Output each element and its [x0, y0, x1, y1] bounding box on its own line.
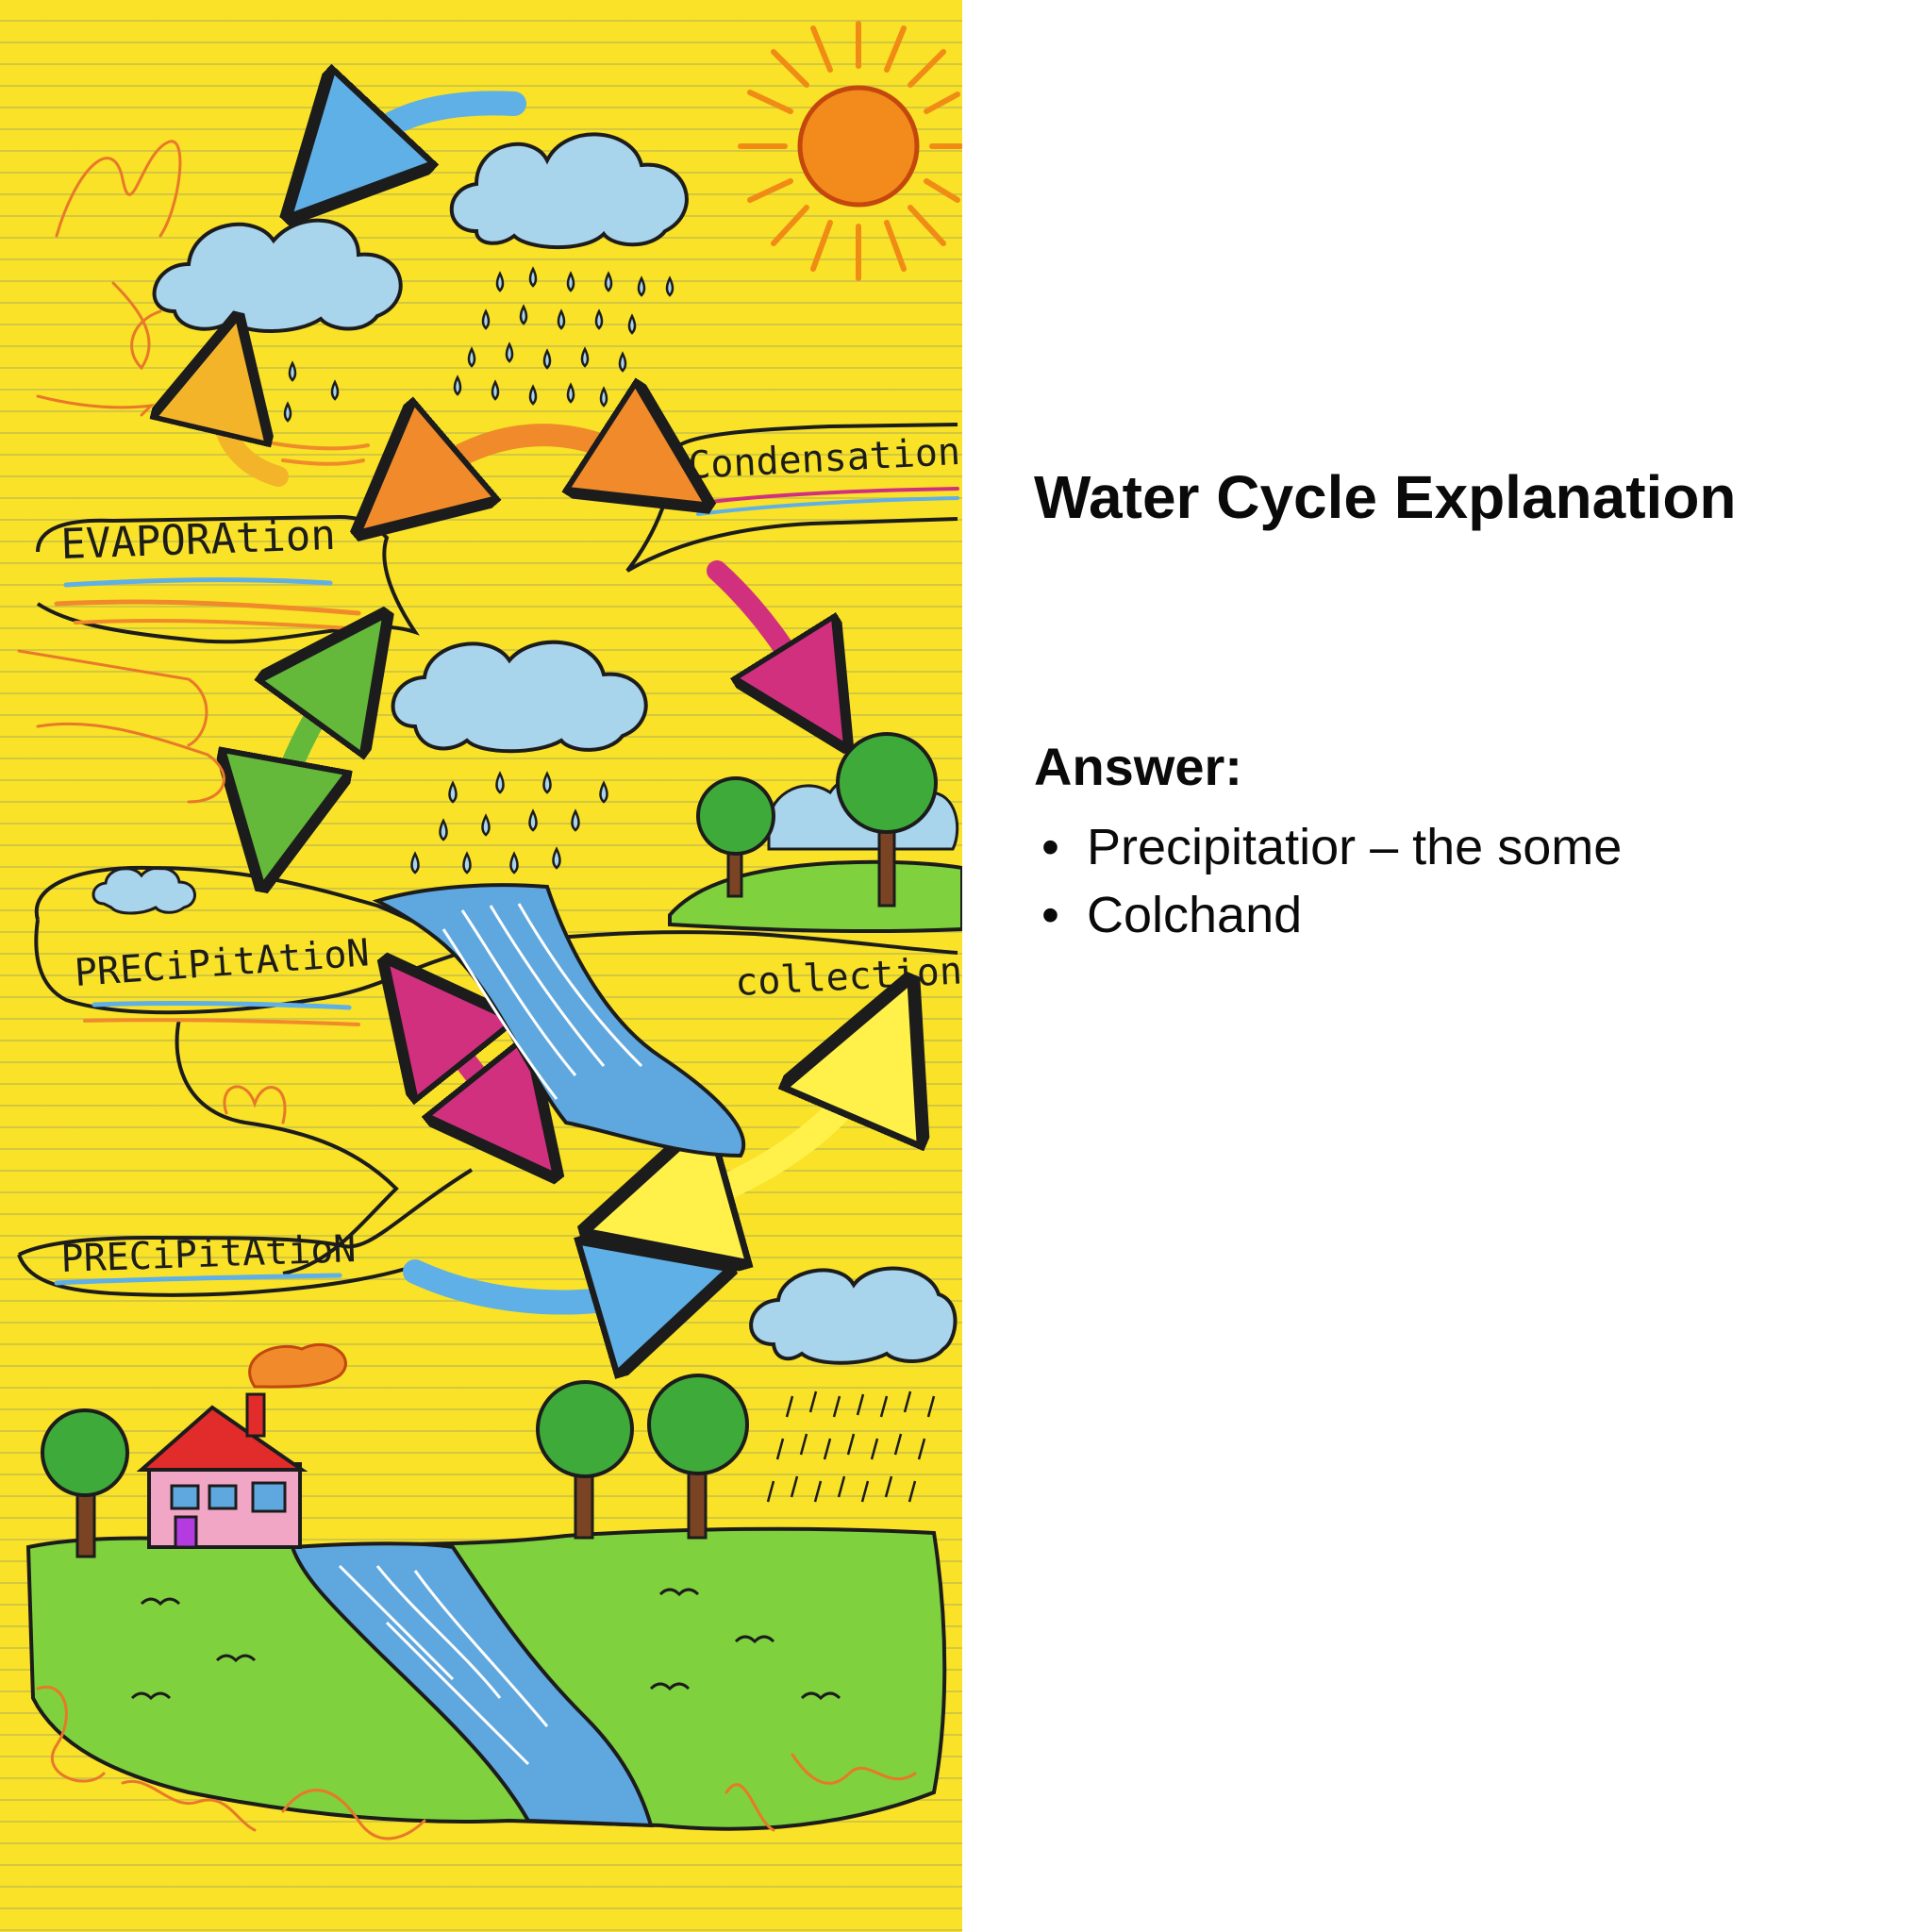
arrow-gold-evaporation	[221, 373, 289, 487]
answer-item: • Precipitatior – the some	[1034, 813, 1622, 881]
bullet-icon: •	[1041, 887, 1059, 943]
cloud-icon	[391, 640, 648, 754]
arrow-blue-top	[335, 103, 526, 168]
answer-heading: Answer:	[1034, 737, 1242, 796]
cloud-icon	[449, 132, 689, 250]
house-icon	[136, 1342, 347, 1549]
rain-streaks-icon	[766, 1391, 936, 1503]
arrow-magenta-double	[425, 1009, 517, 1127]
panel-title: Water Cycle Explanation	[1034, 463, 1737, 531]
precipitation-label-lower: PRECiPitAtioN	[60, 1227, 357, 1281]
sun-icon	[738, 21, 962, 281]
arrow-blue-bottom	[403, 1272, 665, 1302]
cloud-icon	[749, 1266, 958, 1365]
hill-with-trees	[668, 732, 962, 934]
arrow-magenta-right	[707, 560, 816, 698]
answer-item-text: Precipitatior – the some	[1087, 819, 1623, 875]
cloud-icon	[152, 218, 403, 333]
answer-item-text: Colchand	[1087, 887, 1303, 943]
precipitation-label-upper: PRECiPitAtioN	[73, 931, 371, 995]
condensation-label: Condensation	[687, 430, 961, 488]
arrow-yellow-double	[656, 1047, 882, 1212]
waterfall-icon	[372, 883, 746, 1158]
water-cycle-drawing: EVAPORAtion Condensation PRECiPitAtioN P…	[17, 21, 962, 1840]
bullet-icon: •	[1041, 819, 1059, 875]
explanation-panel: Water Cycle Explanation Answer: • Precip…	[962, 0, 1932, 1932]
collection-label: collection	[734, 949, 962, 1005]
orange-scribbles	[17, 140, 917, 1840]
cloud-icon	[92, 866, 196, 915]
answer-item: • Colchand	[1034, 881, 1622, 949]
arrow-orange-double	[406, 435, 656, 492]
raindrops-icon	[283, 266, 675, 874]
evaporation-label: EVAPORAtion	[60, 511, 337, 569]
ground-landscape	[25, 1374, 947, 1831]
answer-list: • Precipitatior – the some • Colchand	[1034, 813, 1622, 949]
arrow-green-double	[274, 665, 349, 825]
